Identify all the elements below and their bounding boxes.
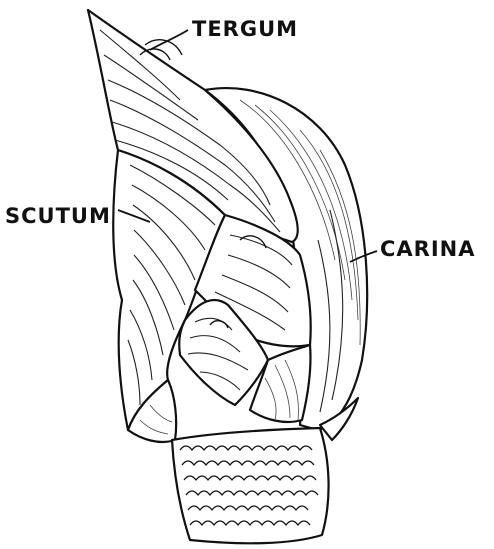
tergum-label: TERGUM <box>192 17 298 41</box>
scutum-label: SCUTUM <box>5 204 111 228</box>
peduncle <box>172 428 329 543</box>
carina-label: CARINA <box>380 237 475 261</box>
